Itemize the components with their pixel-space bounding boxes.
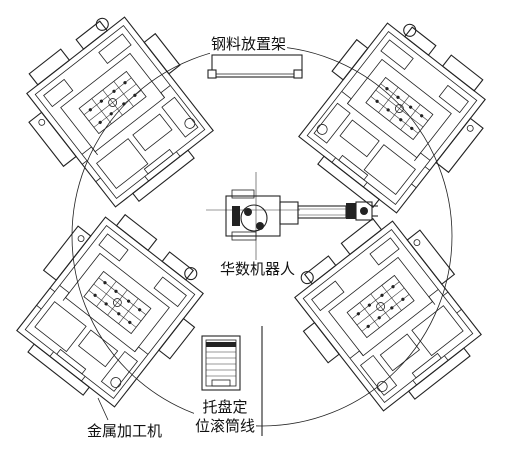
machine-bottom-left bbox=[0, 195, 224, 424]
robot bbox=[206, 172, 378, 262]
pallet-roller-line-label: 托盘定 位滚筒线 bbox=[194, 398, 257, 436]
pallet-roller-line bbox=[201, 326, 263, 436]
machine-bottom-right bbox=[274, 199, 501, 428]
metal-machine-label: 金属加工机 bbox=[86, 422, 164, 441]
machine-top-right bbox=[281, 2, 506, 232]
robot-label: 华数机器人 bbox=[219, 260, 297, 279]
steel-rack bbox=[207, 54, 303, 79]
steel-rack-label: 钢料放置架 bbox=[210, 35, 288, 54]
machine-leader-line bbox=[97, 397, 109, 421]
